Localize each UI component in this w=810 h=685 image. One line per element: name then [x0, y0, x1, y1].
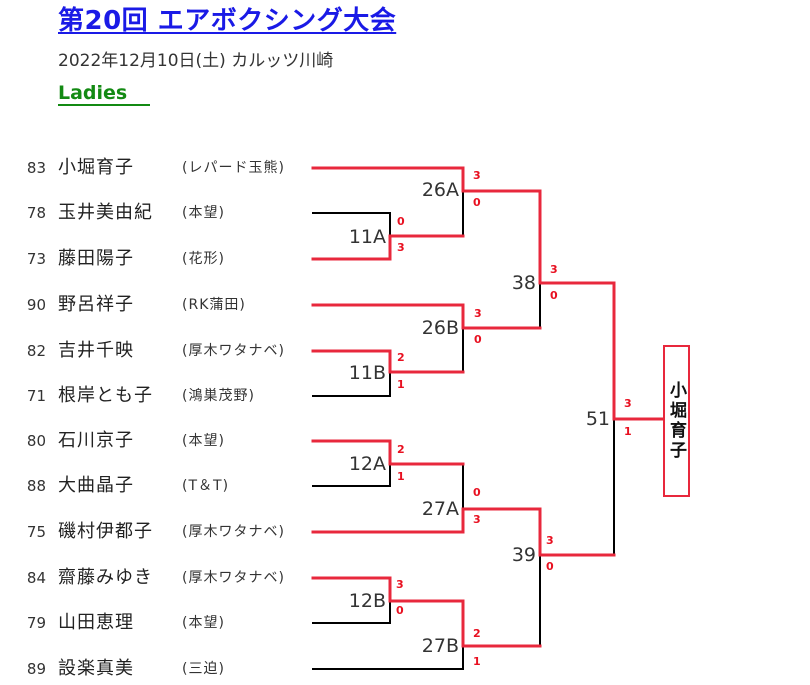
loser-lines — [312, 190, 615, 670]
entrant-team: (花形) — [182, 251, 225, 267]
match-label-38: 38 — [511, 272, 536, 294]
entrant-team: (三迫) — [182, 661, 225, 677]
match-label-39: 39 — [511, 544, 536, 566]
score-11a-top: 0 — [397, 215, 405, 228]
page-title: 第20回 エアボクシング大会 — [58, 6, 397, 36]
match-label-11a: 11A — [348, 226, 386, 248]
score-11b-top: 2 — [397, 351, 405, 364]
entrant-row: 90 野呂祥子 (RK蒲田) — [0, 293, 310, 317]
entrant-row: 89 設楽真美 (三迫) — [0, 657, 310, 681]
entrant-name: 磯村伊都子 — [58, 521, 153, 542]
match-label-26b: 26B — [421, 317, 459, 339]
score-39-top: 3 — [546, 534, 554, 547]
score-12b-bottom: 0 — [396, 604, 404, 617]
entrant-number: 84 — [26, 569, 46, 587]
score-39-bottom: 0 — [546, 560, 554, 573]
entrant-row: 83 小堀育子 (レパード玉熊) — [0, 156, 310, 180]
score-26a-bottom: 0 — [473, 196, 481, 209]
entrant-row: 75 磯村伊都子 (厚木ワタナベ) — [0, 520, 310, 544]
entrant-name: 石川京子 — [58, 430, 134, 451]
entrant-number: 79 — [26, 614, 46, 632]
score-11b-bottom: 1 — [397, 378, 405, 391]
score-26a-top: 3 — [473, 169, 481, 182]
entrant-number: 88 — [26, 477, 46, 495]
champion-box: 小堀育子 — [663, 345, 690, 497]
score-38-top: 3 — [550, 263, 558, 276]
entrant-row: 88 大曲晶子 (T＆T) — [0, 474, 310, 498]
score-12b-top: 3 — [396, 578, 404, 591]
entrant-team: (鴻巣茂野) — [182, 388, 255, 404]
entrant-row: 82 吉井千映 (厚木ワタナベ) — [0, 339, 310, 363]
entrant-number: 82 — [26, 342, 46, 360]
entrant-team: (本望) — [182, 433, 225, 449]
entrant-name: 根岸とも子 — [58, 385, 153, 406]
entrant-team: (厚木ワタナベ) — [182, 343, 285, 359]
match-label-27b: 27B — [421, 635, 459, 657]
entrant-row: 73 藤田陽子 (花形) — [0, 247, 310, 271]
entrant-row: 80 石川京子 (本望) — [0, 429, 310, 453]
entrant-team: (RK蒲田) — [182, 297, 246, 313]
entrant-name: 山田恵理 — [58, 612, 134, 633]
entrant-name: 野呂祥子 — [58, 294, 134, 315]
entrant-name: 玉井美由紀 — [58, 202, 153, 223]
category-heading: Ladies — [58, 82, 150, 106]
entrant-name: 大曲晶子 — [58, 475, 134, 496]
entrant-number: 75 — [26, 523, 46, 541]
entrant-team: (本望) — [182, 615, 225, 631]
score-12a-top: 2 — [397, 443, 405, 456]
match-label-26a: 26A — [421, 179, 459, 201]
score-51-bottom: 1 — [624, 425, 632, 438]
entrant-team: (レパード玉熊) — [182, 160, 285, 176]
score-51-top: 3 — [624, 397, 632, 410]
entrant-name: 吉井千映 — [58, 340, 134, 361]
entrant-row: 71 根岸とも子 (鴻巣茂野) — [0, 384, 310, 408]
match-label-51: 51 — [585, 408, 610, 430]
entrant-number: 78 — [26, 204, 46, 222]
event-date-venue: 2022年12月10日(土) カルッツ川崎 — [58, 51, 334, 71]
entrant-name: 齋藤みゆき — [58, 567, 153, 588]
score-27b-bottom: 1 — [473, 655, 481, 668]
champion-name: 小堀育子 — [666, 381, 686, 461]
entrant-team: (厚木ワタナベ) — [182, 524, 285, 540]
match-label-12a: 12A — [348, 453, 386, 475]
entrant-name: 藤田陽子 — [58, 248, 134, 269]
score-12a-bottom: 1 — [397, 470, 405, 483]
entrant-number: 73 — [26, 250, 46, 268]
entrant-number: 71 — [26, 387, 46, 405]
score-11a-bottom: 3 — [397, 241, 405, 254]
score-27a-bottom: 3 — [473, 513, 481, 526]
score-26b-top: 3 — [474, 307, 482, 320]
match-label-27a: 27A — [421, 498, 459, 520]
match-label-12b: 12B — [348, 590, 386, 612]
entrant-row: 84 齋藤みゆき (厚木ワタナベ) — [0, 566, 310, 590]
entrant-team: (本望) — [182, 205, 225, 221]
score-27b-top: 2 — [473, 627, 481, 640]
entrant-number: 90 — [26, 296, 46, 314]
winner-lines — [311, 166, 665, 648]
score-26b-bottom: 0 — [474, 333, 482, 346]
entrant-row: 79 山田恵理 (本望) — [0, 611, 310, 635]
entrant-name: 設楽真美 — [58, 658, 134, 679]
entrant-team: (T＆T) — [182, 478, 230, 494]
entrant-row: 78 玉井美由紀 (本望) — [0, 201, 310, 225]
score-38-bottom: 0 — [550, 289, 558, 302]
entrant-team: (厚木ワタナベ) — [182, 570, 285, 586]
entrant-number: 80 — [26, 432, 46, 450]
entrant-number: 83 — [26, 159, 46, 177]
entrant-name: 小堀育子 — [58, 157, 134, 178]
score-27a-top: 0 — [473, 486, 481, 499]
entrant-number: 89 — [26, 660, 46, 678]
match-label-11b: 11B — [348, 362, 386, 384]
